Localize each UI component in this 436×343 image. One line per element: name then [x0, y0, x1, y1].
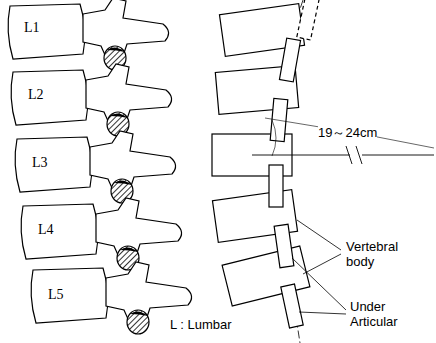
vertebral-body	[31, 268, 108, 323]
part-name: Vertebral body	[346, 240, 416, 270]
vertebra-label: L1	[24, 20, 44, 35]
angle-arc	[272, 120, 276, 156]
vertebra-node: L5	[46, 286, 70, 306]
facet-joint-shade	[120, 247, 138, 252]
vertebra-label: L3	[32, 155, 52, 170]
vertebral-body	[15, 137, 92, 192]
articular-block	[274, 224, 294, 268]
vertebra-node: L3	[30, 154, 54, 174]
vertebra-node: L2	[26, 86, 50, 106]
articular-block	[279, 38, 300, 82]
radius-line	[252, 155, 434, 156]
facet-joint	[127, 310, 149, 334]
articular-block	[269, 165, 283, 207]
vertebral-body	[11, 70, 88, 125]
facet-joint-shade	[130, 311, 148, 316]
dimension: 19～24cm	[318, 126, 377, 141]
articular-block	[281, 284, 303, 328]
leader-line	[292, 258, 346, 314]
leader-line	[297, 220, 341, 274]
articular-block	[270, 98, 288, 141]
radius-line	[265, 118, 434, 148]
facet-joint-shade	[110, 113, 128, 118]
part-name: Under Articular	[350, 300, 420, 330]
vertebra-label: L4	[38, 222, 58, 237]
vertebra-label: L2	[28, 87, 48, 102]
facet-joint-shade	[107, 47, 125, 52]
vertebra-node: L1	[22, 19, 46, 39]
vertebral-body	[8, 4, 85, 59]
vertebra-node: L4	[36, 221, 60, 241]
vertebral-body	[21, 204, 98, 259]
break-mark	[346, 146, 362, 164]
legend-note: L : Lumbar	[170, 318, 232, 333]
facet-joint-shade	[114, 180, 132, 185]
articular-block	[297, 0, 319, 40]
vertebra-label: L5	[48, 287, 68, 302]
